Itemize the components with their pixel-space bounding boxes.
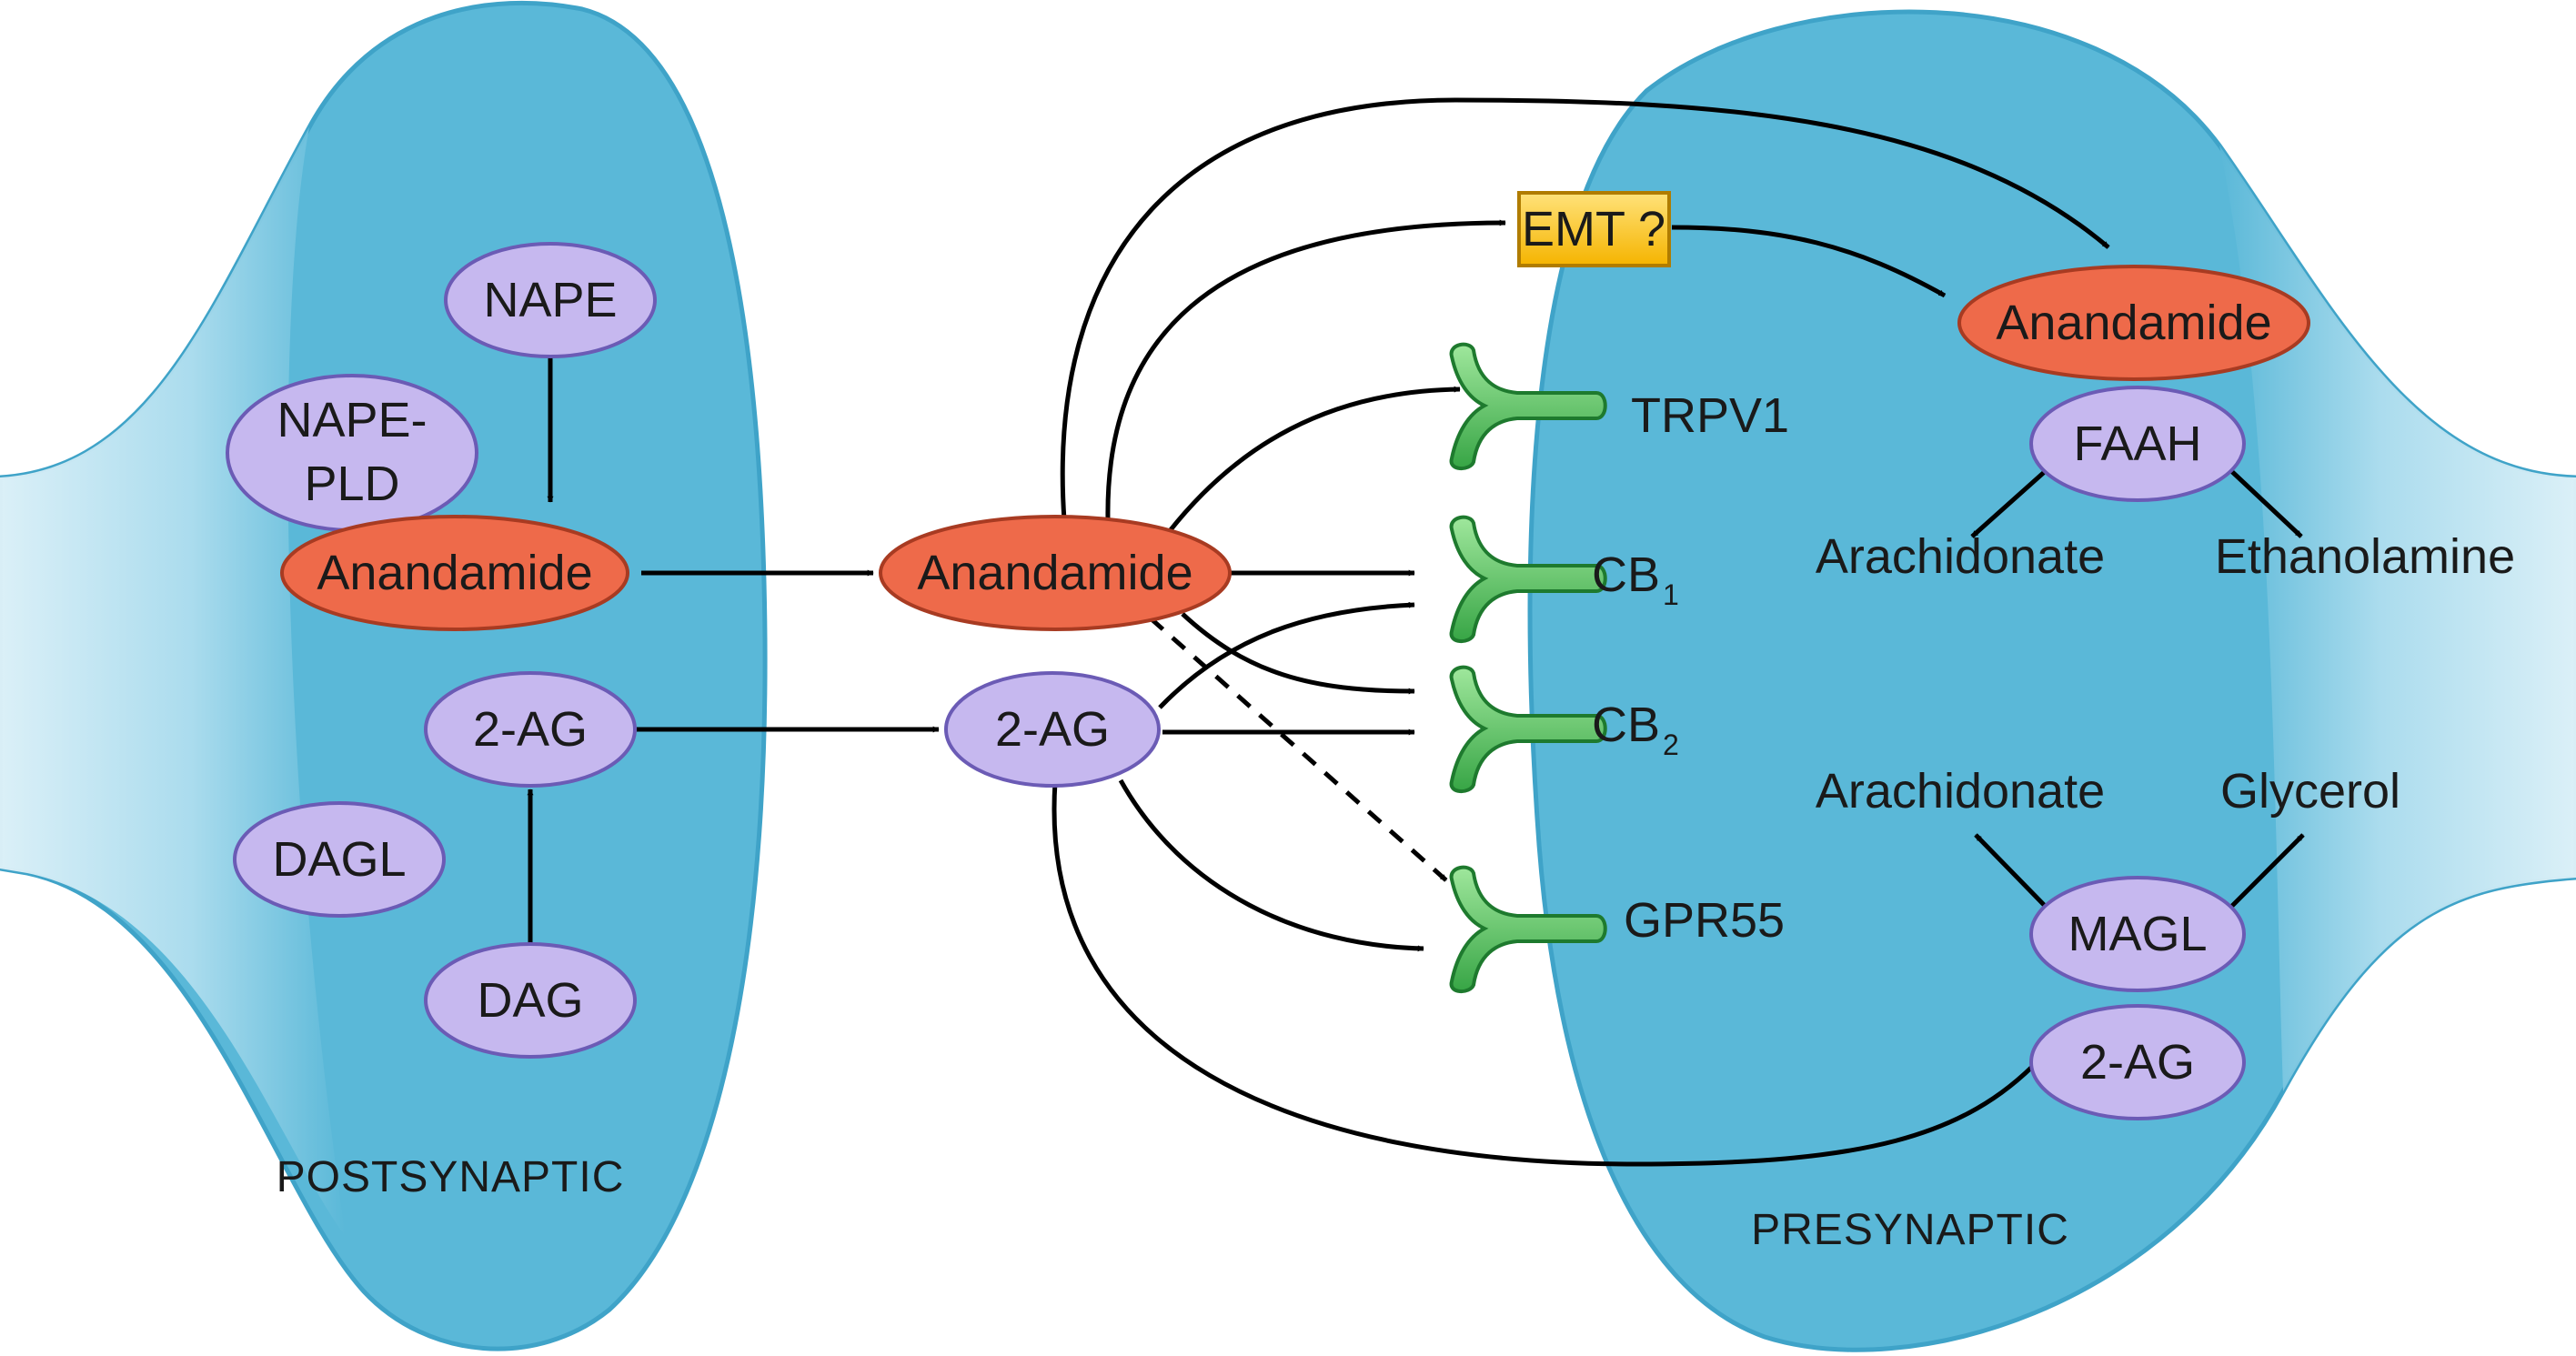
node-anandamide-presynaptic-label: Anandamide (1996, 296, 2271, 350)
receptor-gpr55 (1449, 865, 1607, 993)
postsynaptic-nodes: NAPE NAPE- PLD Anandamide 2-AG DAGL DAG (226, 242, 657, 1059)
node-2ag-presynaptic: 2-AG (2029, 1004, 2246, 1120)
node-anandamide-postsynaptic-label: Anandamide (317, 546, 592, 600)
arrow-magl-to-arachidonate (1974, 833, 2050, 911)
node-nape-label: NAPE (483, 273, 617, 327)
node-dagl: DAGL (233, 801, 446, 918)
receptor-cb2-label: CB (1592, 698, 1660, 752)
arrow-anandamide-to-emt (1105, 219, 1506, 521)
node-nape-pld-label-2: PLD (304, 457, 399, 511)
node-anandamide-presynaptic: Anandamide (1957, 265, 2310, 381)
node-dag-label: DAG (477, 973, 583, 1028)
node-emt: EMT ? (1517, 191, 1671, 267)
node-anandamide-cleft: Anandamide (879, 515, 1232, 631)
node-magl: MAGL (2029, 876, 2246, 992)
arrow-anandamide-to-gpr55-dashed (1149, 617, 1448, 882)
receptor-cb2 (1449, 665, 1607, 793)
arrow-anandamide-to-trpv1 (1167, 386, 1461, 534)
receptor-cb1-icon (1449, 515, 1607, 643)
node-magl-label: MAGL (2068, 907, 2207, 961)
receptor-cb1-subscript: 1 (1663, 578, 1679, 611)
node-anandamide-cleft-label: Anandamide (917, 546, 1192, 600)
node-faah: FAAH (2029, 386, 2246, 502)
node-dagl-label: DAGL (272, 832, 406, 887)
node-dag: DAG (424, 942, 637, 1059)
postsynaptic-cell: POSTSYNAPTIC (0, 0, 768, 1351)
receptor-gpr55-icon (1449, 865, 1607, 993)
arrow-magl-to-glycerol (2227, 833, 2305, 911)
arrow-2ag-to-cb1 (1158, 601, 1415, 709)
arrow-emt-to-anandamide (1671, 225, 1947, 298)
presynaptic-cell: PRESYNAPTIC (1527, 9, 2576, 1352)
node-emt-label: EMT ? (1522, 202, 1665, 256)
arrow-anandamide-to-presynaptic-anandamide (1060, 97, 2110, 521)
node-2ag-cleft: 2-AG (944, 671, 1161, 788)
receptors: TRPV1 CB 1 CB 2 GPR55 (1449, 342, 1789, 993)
node-2ag-postsynaptic-label: 2-AG (473, 702, 588, 757)
presynaptic-nodes: EMT ? Anandamide FAAH Arachidonate Ethan… (1517, 191, 2515, 1120)
arrow-faah-to-ethanolamine (2227, 467, 2303, 538)
arrow-faah-to-arachidonate (1970, 467, 2050, 538)
receptor-trpv1-icon (1449, 342, 1607, 470)
presynaptic-label: PRESYNAPTIC (1751, 1206, 2069, 1254)
magl-product-glycerol: Glycerol (2220, 764, 2400, 819)
node-2ag-presynaptic-label: 2-AG (2080, 1035, 2195, 1090)
receptor-cb2-icon (1449, 665, 1607, 793)
receptor-trpv1-label: TRPV1 (1631, 388, 1789, 443)
node-2ag-postsynaptic: 2-AG (424, 671, 637, 788)
faah-product-arachidonate: Arachidonate (1816, 529, 2105, 584)
receptor-cb2-subscript: 2 (1663, 728, 1679, 761)
synapse-nodes: Anandamide 2-AG (879, 515, 1232, 788)
arrow-anandamide-to-cb2 (1181, 612, 1415, 695)
node-nape-pld: NAPE- PLD (226, 374, 478, 532)
node-anandamide-postsynaptic: Anandamide (280, 515, 629, 631)
receptor-trpv1 (1449, 342, 1607, 470)
pathway-arrows (527, 97, 2305, 1167)
node-nape: NAPE (444, 242, 657, 358)
node-nape-pld-label-1: NAPE- (277, 393, 427, 447)
receptor-gpr55-label: GPR55 (1624, 893, 1785, 948)
postsynaptic-label: POSTSYNAPTIC (277, 1153, 625, 1201)
arrow-2ag-to-presynaptic-2ag (1052, 781, 2041, 1167)
arrow-2ag-to-gpr55 (1118, 778, 1424, 952)
presynaptic-axon-highlight (2219, 146, 2576, 1091)
faah-product-ethanolamine: Ethanolamine (2215, 529, 2515, 584)
magl-product-arachidonate: Arachidonate (1816, 764, 2105, 819)
receptor-cb1-label: CB (1592, 547, 1660, 602)
node-faah-label: FAAH (2073, 417, 2201, 471)
node-2ag-cleft-label: 2-AG (995, 702, 1110, 757)
receptor-cb1 (1449, 515, 1607, 643)
